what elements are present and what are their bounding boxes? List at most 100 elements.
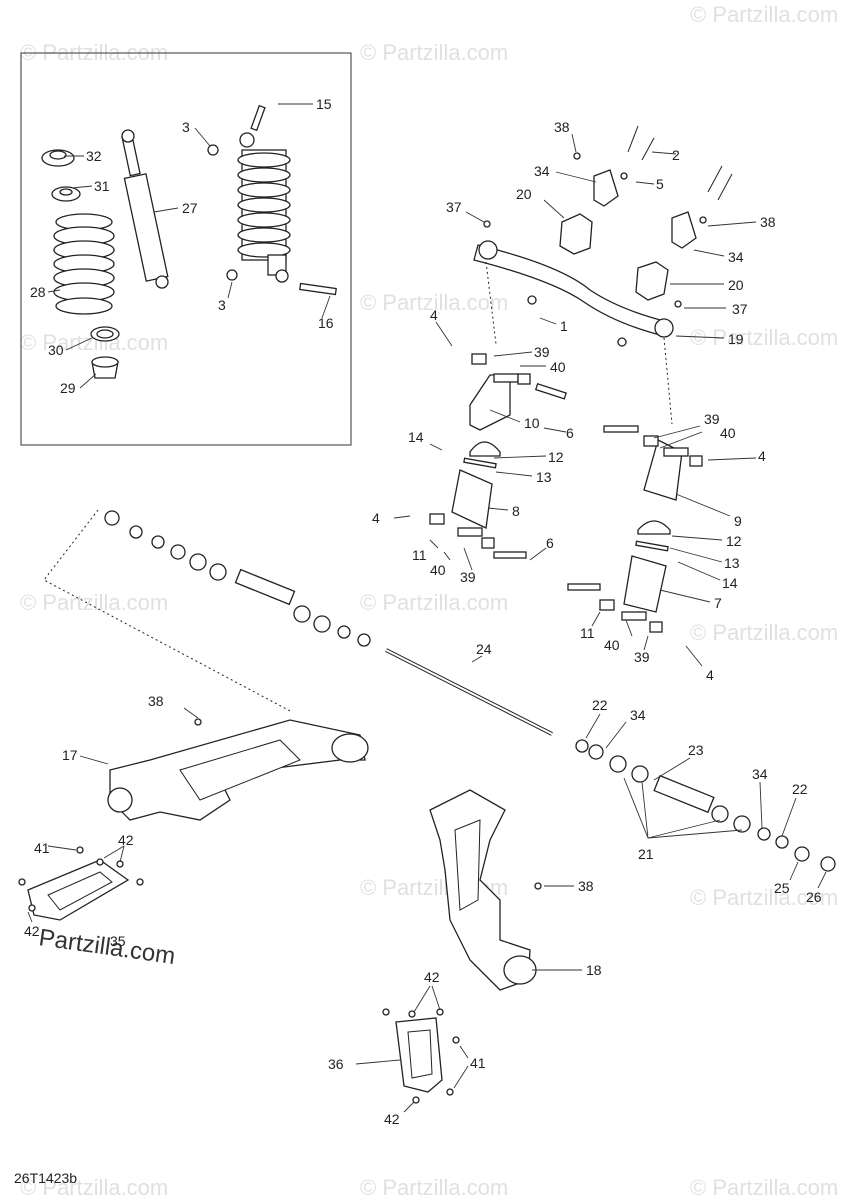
pivot-shaft-part <box>385 649 553 735</box>
watermark: © Partzilla.com <box>360 1175 508 1200</box>
cup-part <box>91 356 119 368</box>
callout-label: 30 <box>48 342 64 358</box>
nut-part <box>699 216 707 224</box>
dashed-connector <box>663 337 673 425</box>
callout-label: 40 <box>430 562 446 578</box>
callout-label: 6 <box>546 535 554 551</box>
callout-label: 12 <box>548 449 564 465</box>
nut-part <box>620 172 628 180</box>
nut-part <box>573 152 581 160</box>
watermark: © Partzilla.com <box>20 590 168 615</box>
diagram-code: 26T1423b <box>14 1170 78 1186</box>
watermark: © Partzilla.com <box>20 1175 168 1200</box>
shock-assembly-part <box>237 132 291 283</box>
callout-label: 38 <box>578 878 594 894</box>
callout-label: 12 <box>726 533 742 549</box>
nut-part <box>18 878 26 886</box>
callout-label: 42 <box>424 969 440 985</box>
callout-label: 11 <box>412 547 427 563</box>
watermark: © Partzilla.com <box>360 40 508 65</box>
bushing-part <box>643 435 659 447</box>
watermark: © Partzilla.com <box>690 1175 838 1200</box>
coil-spring-part <box>53 213 115 315</box>
nut-part <box>674 300 682 308</box>
watermark: © Partzilla.com <box>360 290 508 315</box>
callout-label: 34 <box>752 766 768 782</box>
callout-label: 23 <box>688 742 704 758</box>
bolt-part <box>707 165 723 193</box>
nut-part <box>194 718 202 726</box>
nut-part <box>408 1010 416 1018</box>
bolt-part <box>493 551 527 559</box>
bolt-part <box>567 583 601 591</box>
bushing-part <box>621 611 647 621</box>
callout-label: 22 <box>792 781 808 797</box>
bolt-part <box>627 125 639 153</box>
callout-label: 4 <box>372 510 380 526</box>
callout-label: 29 <box>60 380 76 396</box>
callout-label: 8 <box>512 503 520 519</box>
ring-part <box>96 329 114 339</box>
callout-label: 28 <box>30 284 46 300</box>
callout-label: 41 <box>470 1055 486 1071</box>
callout-label: 42 <box>24 923 40 939</box>
bushing-part <box>517 373 531 385</box>
leader-lines <box>27 103 827 1113</box>
callout-label: 5 <box>656 176 664 192</box>
spring-stopper-part <box>59 188 73 196</box>
callout-label: 34 <box>534 163 550 179</box>
callout-label: 32 <box>86 148 102 164</box>
nut-part <box>28 904 36 912</box>
callout-label: 15 <box>316 96 332 112</box>
bushing-part <box>635 261 669 301</box>
spacer-tube-part <box>653 774 715 814</box>
skid-plate-part <box>407 1029 433 1079</box>
callout-label: 21 <box>638 846 654 862</box>
bearing-stack-part <box>575 739 836 872</box>
bracket-part <box>593 169 619 207</box>
callout-label: 10 <box>524 415 540 431</box>
callout-label: 13 <box>536 469 552 485</box>
callout-label: 9 <box>734 513 742 529</box>
callout-label: 39 <box>704 411 720 427</box>
callout-label: 17 <box>62 747 78 763</box>
bushing-part <box>663 447 689 457</box>
swing-arm-part <box>107 719 369 821</box>
callout-label: 34 <box>630 707 646 723</box>
callout-label: 35 <box>110 933 126 949</box>
callout-label: 37 <box>732 301 748 317</box>
pin-part <box>635 540 669 552</box>
nut-part <box>527 295 537 305</box>
watermark: © Partzilla.com <box>690 620 838 645</box>
callout-label: 4 <box>758 448 766 464</box>
callout-label: 37 <box>446 199 462 215</box>
pin-part <box>463 457 497 469</box>
bushing-part <box>481 537 495 549</box>
watermark-layer: © Partzilla.com © Partzilla.com © Partzi… <box>20 2 838 1200</box>
callout-label: 18 <box>586 962 602 978</box>
dashed-connector <box>485 261 497 345</box>
skid-plate-part <box>47 871 113 911</box>
watermark: © Partzilla.com <box>690 2 838 27</box>
callout-label: 24 <box>476 641 492 657</box>
nut-part <box>446 1088 454 1096</box>
link-part <box>623 555 667 613</box>
link-part <box>451 469 493 529</box>
callout-label: 3 <box>218 297 226 313</box>
callout-label: 6 <box>566 425 574 441</box>
link-part <box>469 374 511 431</box>
inset-box <box>20 52 352 446</box>
callout-label: 27 <box>182 200 198 216</box>
callout-label: 34 <box>728 249 744 265</box>
callout-label: 31 <box>94 178 110 194</box>
callout-label: 3 <box>182 119 190 135</box>
nut-part <box>412 1096 420 1104</box>
callout-label: 4 <box>706 667 714 683</box>
callout-label: 38 <box>554 119 570 135</box>
swing-arm-part <box>429 789 537 991</box>
bolt-part <box>250 104 266 132</box>
callout-label: 25 <box>774 880 790 896</box>
callout-label: 40 <box>720 425 736 441</box>
callout-label: 42 <box>118 832 134 848</box>
